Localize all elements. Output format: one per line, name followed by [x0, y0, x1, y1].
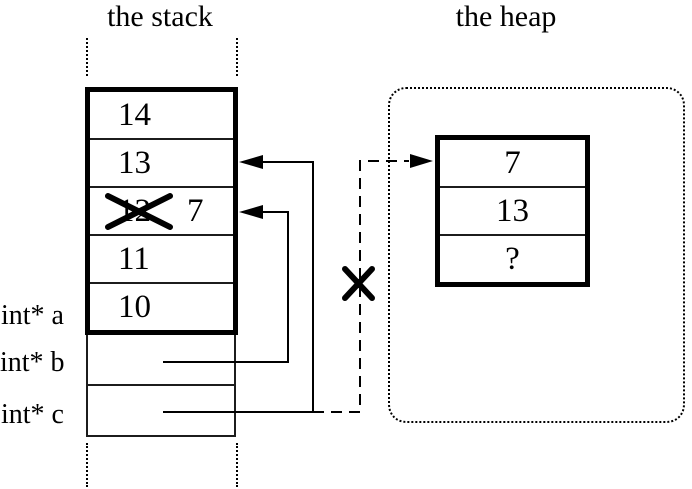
heap-cell-value: 13 [496, 192, 529, 229]
stack-cell-value: 11 [118, 240, 150, 277]
heap-title: the heap [455, 0, 557, 33]
pointer-b-arrowhead-icon [239, 205, 263, 219]
stack-cell-13: 13 [90, 138, 233, 186]
stack-frame-box: 14 13 12 7 11 10 [85, 87, 238, 335]
replacement-value: 7 [187, 192, 204, 229]
stack-dotted-guide-top-left [86, 38, 88, 76]
crossed-out-old-value: 12 [118, 192, 151, 229]
stack-cell-value: 14 [118, 96, 151, 133]
heap-cell-value: 7 [504, 144, 521, 181]
pointer-label-a: int* a [1, 300, 64, 331]
stack-cell-10: 10 [90, 282, 233, 330]
pointer-label-b: int* b [0, 347, 65, 378]
stack-cell-crossed-12: 12 7 [90, 186, 233, 234]
stack-dotted-guide-bottom-right [236, 443, 238, 487]
heap-cell-value: ? [505, 240, 520, 277]
stack-title: the stack [107, 0, 213, 33]
stack-cell-value: 10 [118, 288, 151, 325]
stack-cell-value: 13 [118, 144, 151, 181]
heap-cell-7: 7 [440, 140, 585, 186]
stack-dotted-guide-top-right [236, 38, 238, 76]
heap-cell-13: 13 [440, 186, 585, 234]
pointer-row-b [88, 335, 234, 384]
pointer-variable-rows [86, 335, 236, 437]
pointer-row-c [88, 384, 234, 435]
pointer-label-c: int* c [1, 399, 64, 430]
cross-out-pointer-x-icon [342, 266, 375, 301]
heap-block-box: 7 13 ? [435, 135, 590, 287]
heap-cell-unknown: ? [440, 234, 585, 282]
stack-dotted-guide-bottom-left [86, 443, 88, 487]
stack-cell-14: 14 [90, 92, 233, 138]
pointer-c-arrowhead-icon [239, 155, 263, 169]
stack-cell-11: 11 [90, 234, 233, 282]
